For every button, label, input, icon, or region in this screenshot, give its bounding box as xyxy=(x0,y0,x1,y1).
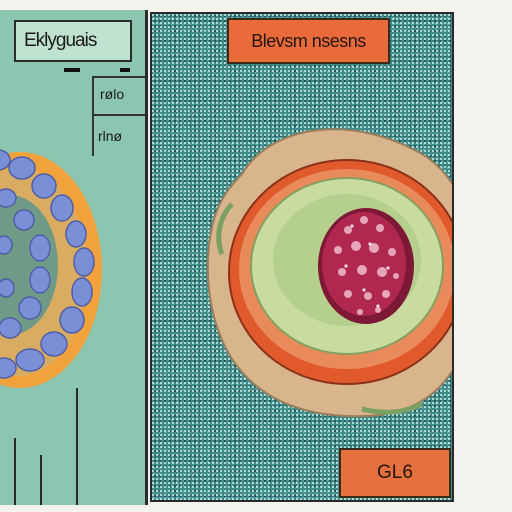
core-highlights xyxy=(344,224,390,308)
label-bottom: rlnø xyxy=(98,128,123,144)
axis-line xyxy=(14,438,16,505)
cell-interior xyxy=(0,195,58,335)
organism-illustration xyxy=(206,128,452,418)
right-title-text: Blevsm nsesns xyxy=(251,31,366,51)
page-margin xyxy=(456,12,512,502)
right-panel xyxy=(150,12,454,502)
left-title-text: Eklyguais xyxy=(24,30,97,51)
marker-tick xyxy=(120,68,130,72)
core-granules xyxy=(334,216,399,315)
tissue-fold xyxy=(216,202,234,255)
left-title-box: Eklyguais xyxy=(14,20,132,62)
left-panel: Eklyguais rølo rlnø xyxy=(0,10,148,505)
cell-ring-illustration xyxy=(0,149,102,388)
label-grid xyxy=(92,76,145,156)
axis-line xyxy=(76,388,78,505)
label-grid-divider xyxy=(92,114,145,116)
bead-chain xyxy=(0,149,95,379)
code-label-text: GL6 xyxy=(377,462,413,483)
code-label-box: GL6 xyxy=(339,448,451,498)
red-core xyxy=(322,212,406,316)
marker-tick xyxy=(64,68,80,72)
tissue-fold xyxy=(361,401,424,415)
right-title-box: Blevsm nsesns xyxy=(227,18,390,64)
label-top: rølo xyxy=(100,86,125,102)
axis-line xyxy=(40,455,42,505)
